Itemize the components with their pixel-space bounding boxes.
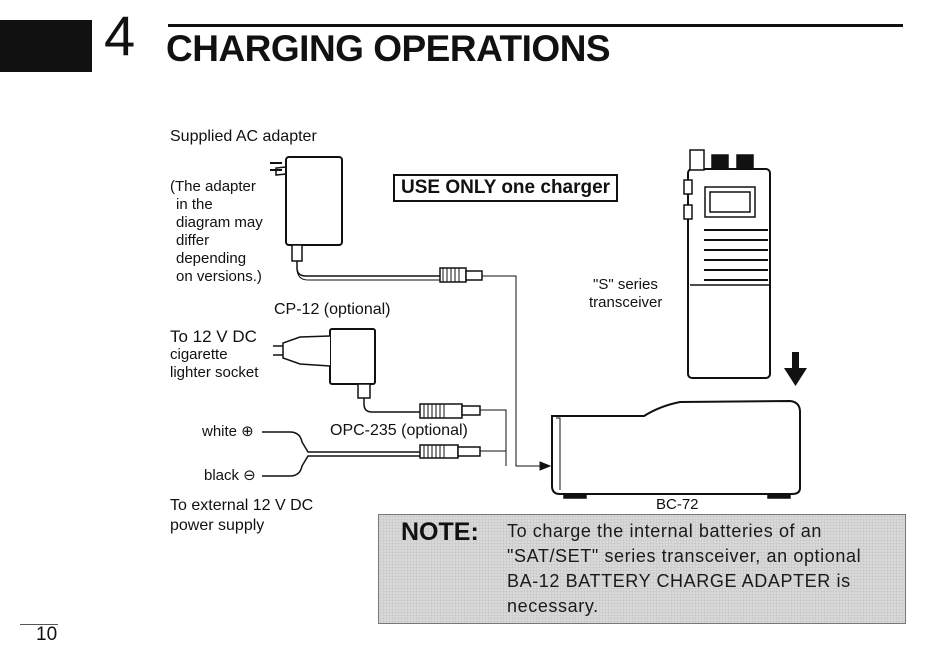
opc235-cable-icon	[262, 431, 481, 477]
transceiver-label-line: transceiver	[589, 294, 663, 311]
cp12-desc-line: cigarette	[170, 346, 228, 363]
ac-adapter-note-line: differ	[176, 232, 210, 249]
cp12-desc-line: To 12 V DC	[170, 327, 257, 346]
note-text: To charge the internal batteries of an "…	[507, 519, 899, 619]
note-line: "SAT/SET" series transceiver, an optiona…	[507, 546, 862, 566]
cp12-description: To 12 V DC cigarette lighter socket	[170, 328, 258, 382]
ac-adapter-note-line: (The adapter	[170, 178, 256, 195]
charger-icon	[551, 399, 801, 499]
connection-leaders	[480, 275, 552, 471]
note-line: BA-12 BATTERY CHARGE ADAPTER is	[507, 571, 851, 591]
ac-adapter-note-line: diagram may	[176, 214, 263, 231]
ac-adapter-note-line: on versions.)	[176, 268, 262, 285]
page-number: 10	[36, 624, 58, 645]
single-charger-warning: USE ONLY one charger	[393, 174, 619, 202]
chapter-tab-marker	[0, 20, 92, 72]
note-line: To charge the internal batteries of an	[507, 521, 822, 541]
external-supply-line: To external 12 V DC	[170, 497, 314, 514]
ac-adapter-note: (The adapter in the diagram may differ d…	[170, 178, 263, 286]
ac-adapter-note-line: in the	[176, 196, 213, 213]
black-lead-label: black ⊖	[204, 467, 256, 484]
ac-adapter-note-line: depending	[176, 250, 247, 267]
transceiver-label-line: "S" series	[593, 276, 658, 293]
insert-arrow-icon	[784, 352, 807, 386]
note-line: necessary.	[507, 596, 599, 616]
chapter-number: 4	[104, 4, 136, 67]
chapter-title: CHARGING OPERATIONS	[166, 28, 611, 69]
cp12-adapter-icon	[273, 328, 481, 419]
transceiver-icon	[683, 149, 771, 379]
charger-label: BC-72	[656, 496, 699, 513]
note-box: NOTE: To charge the internal batteries o…	[378, 514, 906, 624]
page-number-rule	[20, 624, 58, 625]
external-supply-line: power supply	[170, 517, 265, 534]
white-lead-label: white ⊕	[202, 423, 254, 440]
ac-adapter-icon	[270, 156, 483, 283]
ac-adapter-label: Supplied AC adapter	[170, 128, 317, 145]
transceiver-label: "S" series transceiver	[589, 276, 662, 312]
opc235-label: OPC-235 (optional)	[330, 422, 468, 439]
external-supply-description: To external 12 V DC power supply	[170, 496, 313, 536]
cp12-label: CP-12 (optional)	[274, 301, 391, 318]
cp12-desc-line: lighter socket	[170, 364, 259, 381]
title-rule	[168, 24, 903, 27]
note-heading: NOTE:	[401, 518, 479, 546]
